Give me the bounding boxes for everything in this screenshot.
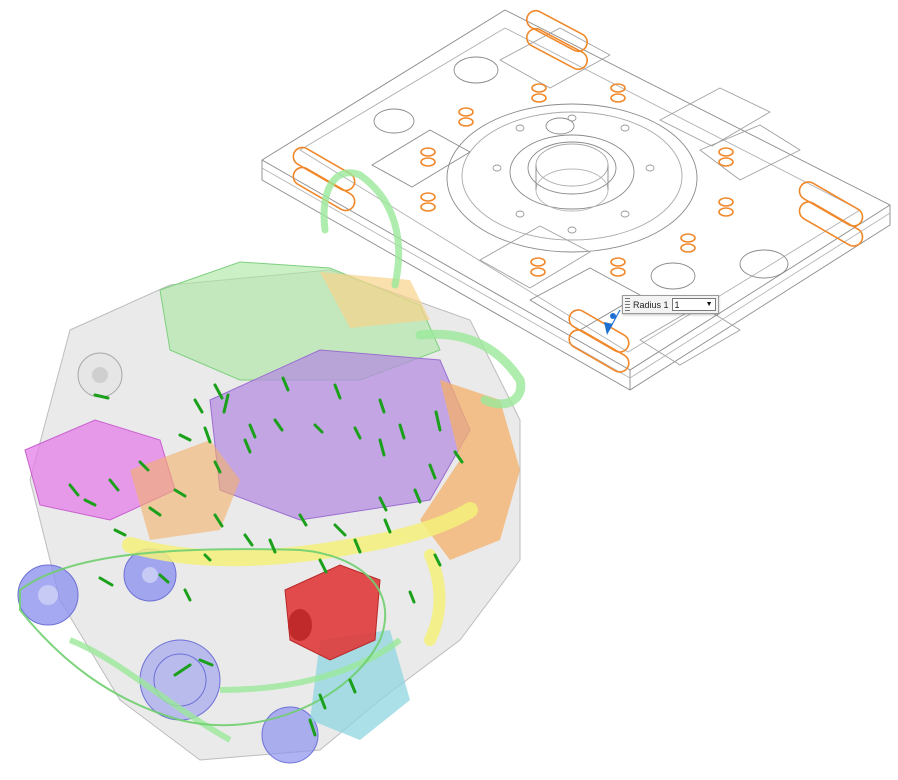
chevron-down-icon[interactable]: ▼ bbox=[705, 301, 713, 308]
engine-assembly[interactable] bbox=[17, 169, 526, 764]
radius-drag-handle[interactable] bbox=[604, 309, 621, 335]
radius-value-combobox[interactable]: 1 ▼ bbox=[671, 298, 716, 311]
engine-bolts[interactable] bbox=[68, 376, 464, 737]
radius-label: Radius 1 bbox=[633, 299, 669, 310]
drag-grip-icon[interactable] bbox=[625, 298, 630, 311]
radius-value[interactable]: 1 bbox=[674, 299, 680, 310]
fixture-plate[interactable] bbox=[261, 9, 891, 391]
radius-input-widget[interactable]: Radius 1 1 ▼ bbox=[622, 295, 719, 314]
highlighted-slots[interactable] bbox=[290, 8, 866, 376]
